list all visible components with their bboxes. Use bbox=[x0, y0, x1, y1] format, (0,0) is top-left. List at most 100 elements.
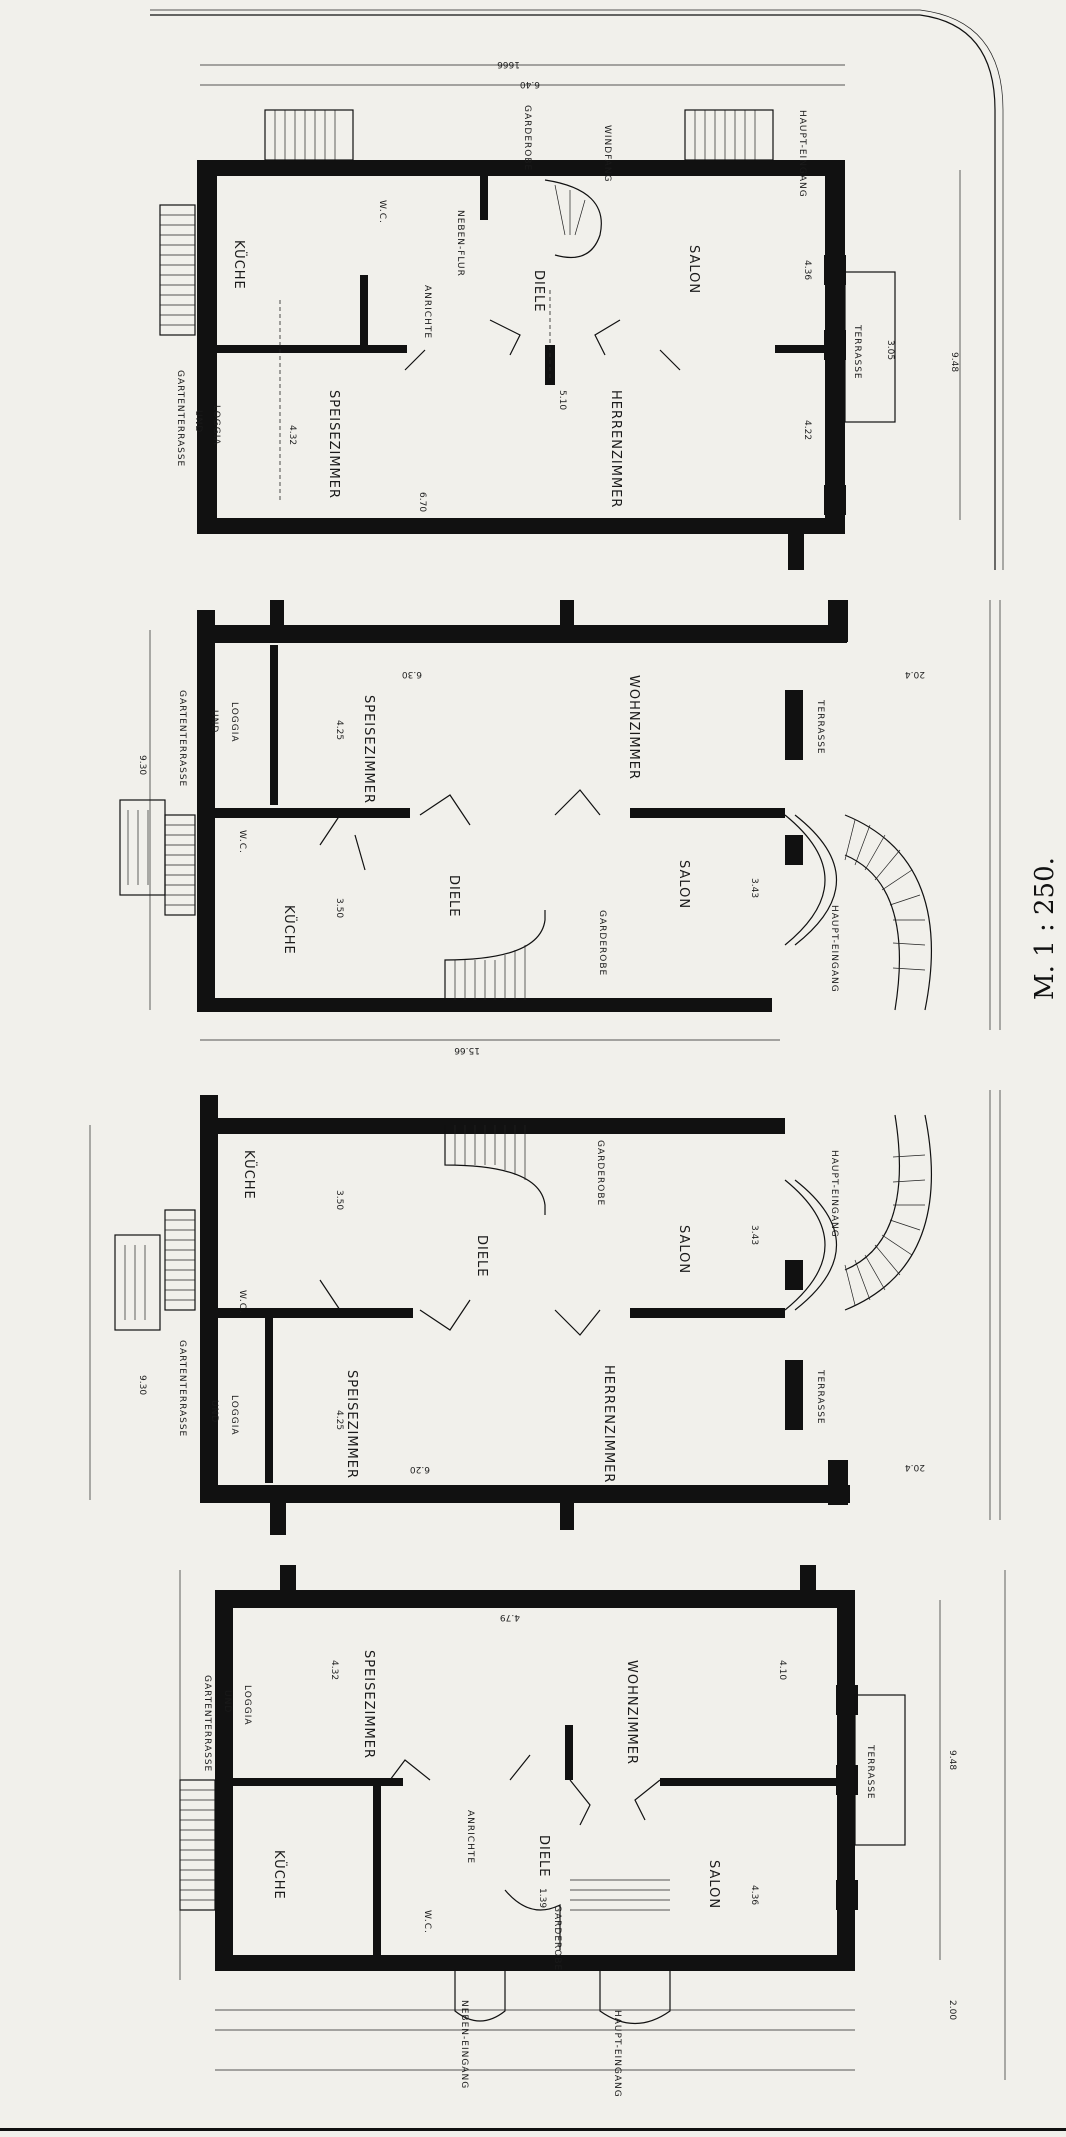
door-swings bbox=[319, 789, 601, 871]
wall-partition bbox=[775, 345, 825, 353]
wall-top bbox=[197, 160, 845, 176]
dimension-label: 4.32 bbox=[329, 1660, 339, 1680]
wall-left bbox=[197, 610, 215, 1012]
wall-top bbox=[215, 1590, 855, 1608]
door-swings bbox=[319, 1279, 601, 1336]
scale-label: M. 1 : 250. bbox=[1030, 857, 1060, 1000]
room-label-herrenzimmer: HERRENZIMMER bbox=[608, 390, 623, 508]
room-label-speisezimmer: SPEISEZIMMER bbox=[361, 695, 376, 804]
step-lines bbox=[844, 1154, 926, 1306]
garden-steps bbox=[159, 204, 196, 336]
garden-steps bbox=[114, 1234, 161, 1331]
wall-pier bbox=[785, 1360, 803, 1430]
main-entrance-porch bbox=[599, 1971, 671, 2024]
wall-left bbox=[215, 1590, 233, 1971]
floor-plan-2: SPEISEZIMMER WOHNZIMMER DIELE SALON KÜCH… bbox=[119, 600, 1001, 1055]
wall-partition bbox=[265, 1318, 273, 1483]
room-label-windfang: WINDFANG bbox=[602, 125, 612, 182]
wall-partition bbox=[545, 345, 555, 385]
room-label-haupteingang: HAUPT-EINGANG bbox=[797, 110, 807, 198]
dimension-label: 6.20 bbox=[410, 1464, 430, 1474]
room-label-haupteingang: HAUPT-EINGANG bbox=[612, 2010, 622, 2098]
staircase bbox=[504, 1889, 561, 1950]
curved-entrance-steps bbox=[844, 1114, 932, 1311]
wall-partition bbox=[215, 808, 410, 818]
wall-pier bbox=[824, 330, 846, 360]
room-label-wc: W.C. bbox=[377, 200, 387, 224]
room-label-garderobe: GARDEROBE bbox=[522, 105, 532, 171]
bay-window-outer bbox=[794, 814, 838, 946]
room-label-kueche: KÜCHE bbox=[241, 1150, 258, 1200]
room-label-salon: SALON bbox=[686, 245, 701, 294]
room-label-salon: SALON bbox=[676, 860, 691, 909]
entrance-steps bbox=[264, 109, 354, 161]
room-label-wohnzimmer: WOHNZIMMER bbox=[624, 1660, 639, 1765]
wall-partition bbox=[360, 275, 368, 345]
room-label-diele: DIELE bbox=[474, 1235, 489, 1278]
garden-steps bbox=[119, 799, 166, 896]
terrace-outline bbox=[844, 271, 896, 423]
terrace-outline bbox=[854, 1694, 906, 1846]
room-label-und: UND bbox=[193, 410, 203, 433]
wall-partition bbox=[217, 345, 407, 353]
wall-partition bbox=[630, 808, 785, 818]
dimension-label: 4.32 bbox=[287, 425, 297, 445]
street-boundary-line bbox=[150, 14, 996, 570]
room-label-speisezimmer: SPEISEZIMMER bbox=[326, 390, 341, 499]
wall-partition bbox=[630, 1308, 785, 1318]
dimension-label: 20.4 bbox=[905, 669, 925, 679]
room-label-speisezimmer: SPEISEZIMMER bbox=[344, 1370, 359, 1479]
dimension-label: 4.79 bbox=[500, 1612, 520, 1622]
wall-partition bbox=[270, 645, 278, 805]
entrance-steps bbox=[684, 109, 774, 161]
room-label-und: UND bbox=[209, 1400, 219, 1423]
staircase-treads bbox=[454, 1125, 526, 1180]
room-label-loggia: LOGGIA bbox=[242, 1685, 252, 1726]
staircase bbox=[544, 179, 602, 259]
dimension-label: 20.4 bbox=[905, 1462, 925, 1472]
room-label-salon: SALON bbox=[706, 1860, 721, 1909]
wall-partition bbox=[660, 1778, 837, 1786]
room-label-terrasse: TERRASSE bbox=[852, 324, 862, 380]
dimension-label: 9.48 bbox=[949, 352, 959, 372]
wall-pier bbox=[280, 1565, 296, 1605]
wall-top bbox=[200, 1118, 785, 1134]
floor-plan-4: SPEISEZIMMER WOHNZIMMER DIELE SALON KÜCH… bbox=[179, 1565, 1006, 2098]
room-label-wohnzimmer: WOHNZIMMER bbox=[626, 675, 641, 780]
dimension-label: 4.25 bbox=[334, 720, 344, 740]
dimension-lines bbox=[179, 1570, 1006, 2080]
wall-pier bbox=[785, 1260, 803, 1290]
dimension-label: 4.36 bbox=[802, 260, 812, 280]
room-label-diele: DIELE bbox=[531, 270, 546, 313]
wall-right-bottom bbox=[828, 1460, 848, 1505]
door-swings bbox=[389, 1754, 661, 1826]
room-label-haupteingang: HAUPT-EINGANG bbox=[829, 1150, 839, 1238]
staircase-treads bbox=[570, 1879, 670, 1911]
dimension-label: 15.66 bbox=[454, 1045, 480, 1055]
dimension-label: 5.10 bbox=[557, 390, 567, 410]
wall-bottom bbox=[200, 1485, 850, 1503]
room-label-wc: W.C. bbox=[237, 830, 247, 854]
bottom-rule bbox=[0, 2128, 1066, 2131]
staircase-treads bbox=[454, 945, 526, 1000]
wall-partition bbox=[233, 1778, 403, 1786]
dimension-label: 1666 bbox=[497, 59, 520, 69]
dimension-label: 9.30 bbox=[137, 1375, 147, 1395]
step-lines bbox=[124, 1219, 195, 1320]
room-label-garderobe: GARDEROBE bbox=[595, 1140, 605, 1206]
wall-pier bbox=[788, 532, 804, 570]
wall-partition bbox=[480, 160, 488, 220]
step-lines bbox=[274, 110, 756, 160]
room-label-diele: DIELE bbox=[446, 875, 461, 918]
dimension-label: 3.05 bbox=[885, 340, 895, 360]
dimension-label: 6.70 bbox=[417, 492, 427, 512]
step-lines bbox=[160, 214, 195, 326]
wall-partition bbox=[565, 1725, 573, 1780]
dimension-label: 3.43 bbox=[749, 878, 759, 898]
bay-window-outer bbox=[794, 1179, 838, 1311]
wall-left bbox=[197, 160, 217, 534]
wall-pier bbox=[785, 690, 803, 760]
room-label-kueche: KÜCHE bbox=[231, 240, 248, 290]
staircase bbox=[444, 910, 546, 1000]
